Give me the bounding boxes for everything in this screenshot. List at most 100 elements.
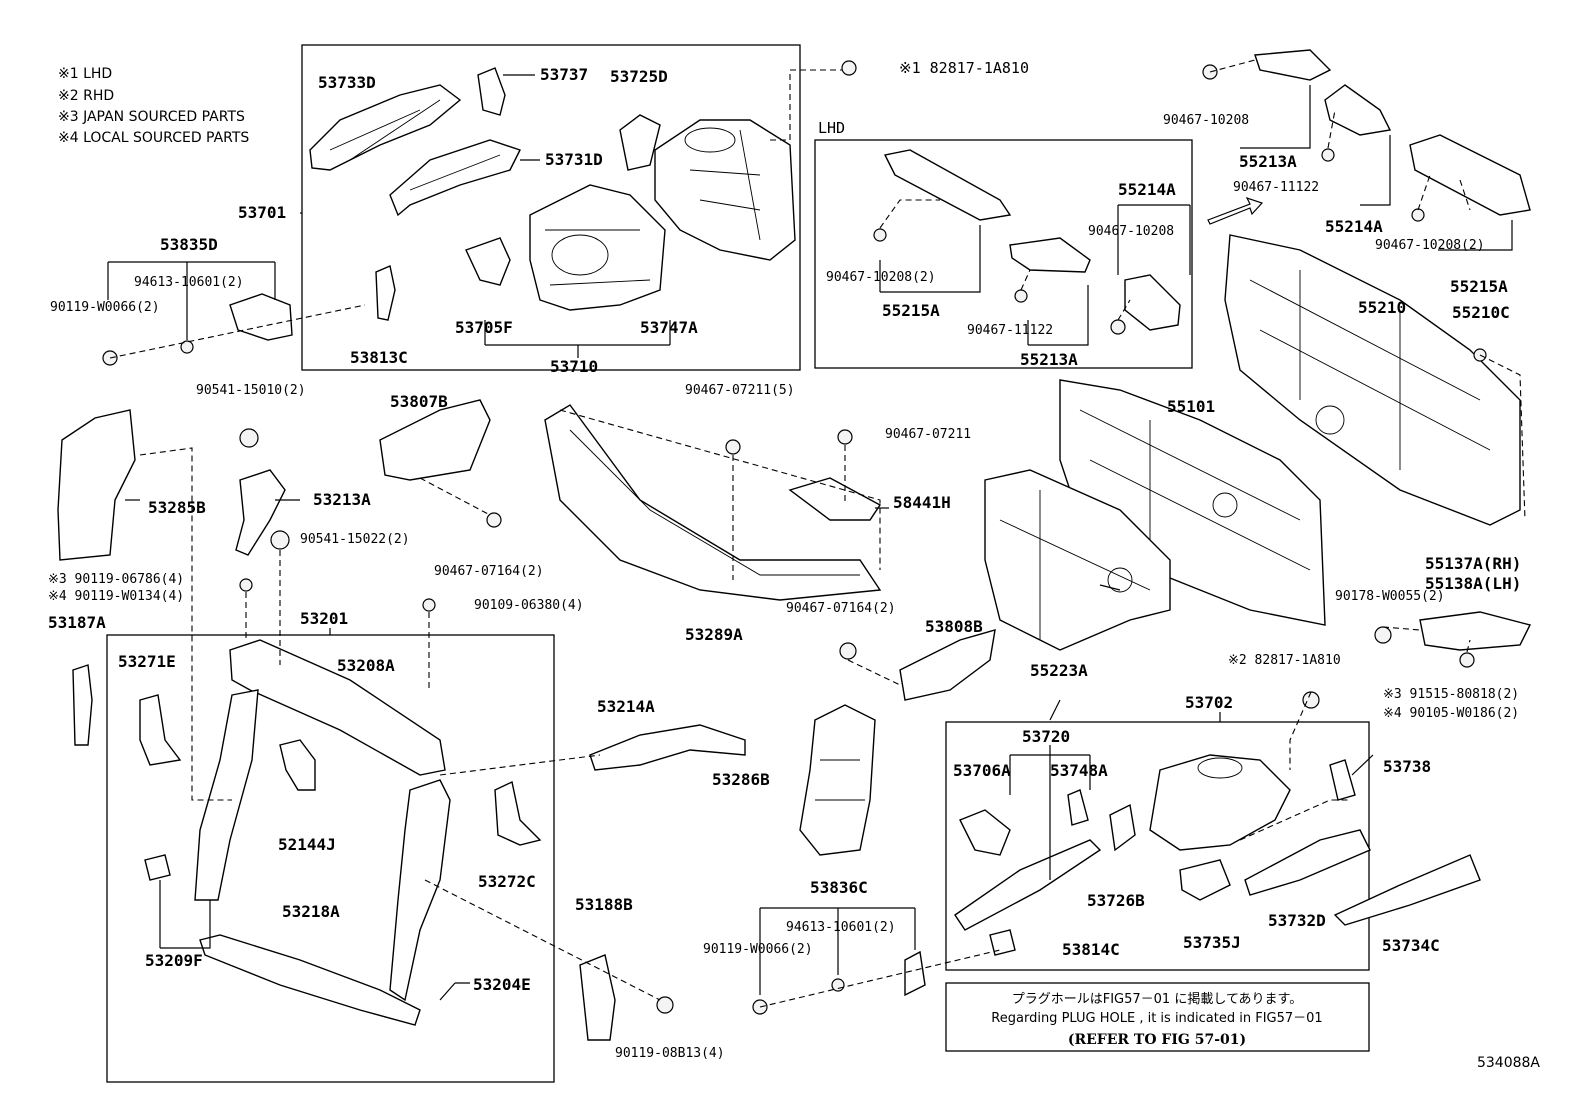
label-53214A: 53214A xyxy=(597,697,655,716)
label-53705F: 53705F xyxy=(455,318,513,337)
fastener-90467-07211-icon xyxy=(837,429,853,445)
label-90541-15010: 90541-15010(2) xyxy=(196,383,306,398)
group-label-lhd: LHD xyxy=(818,119,845,137)
part-53285B-shape xyxy=(57,409,136,561)
label-82817-rhd: ※2 82817-1A810 xyxy=(1228,653,1341,668)
part-58441H-shape xyxy=(788,477,882,521)
part-53204E-shape xyxy=(389,779,451,1002)
part-53188B-shape xyxy=(579,954,616,1041)
label-90119-W0134: ※4 90119-W0134(4) xyxy=(48,589,184,604)
note-line-refer: (REFER TO FIG 57-01) xyxy=(1068,1032,1246,1048)
legend-item-local-sourced: ※4 LOCAL SOURCED PARTS xyxy=(58,130,249,146)
fastener-90467-10208-2-lhd-icon xyxy=(873,228,887,242)
fastener-90119-06786-icon xyxy=(239,578,253,592)
label-53733D: 53733D xyxy=(318,73,376,92)
fastener-90541-15022-icon xyxy=(270,530,290,550)
legend-item-lhd: ※1 LHD xyxy=(58,66,112,82)
part-53731D-shape xyxy=(389,139,521,217)
label-55137A: 55137A(RH) xyxy=(1425,554,1521,573)
part-53836C-shape xyxy=(904,950,926,997)
label-53204E: 53204E xyxy=(473,975,531,994)
label-90541-15022: 90541-15022(2) xyxy=(300,532,410,547)
label-90467-07164-a: 90467-07164(2) xyxy=(434,564,544,579)
part-55214A-lhd-shape xyxy=(1124,274,1181,331)
fastener-82817-top-icon xyxy=(841,60,857,76)
fastener-90467-11122-lhd-icon xyxy=(1014,289,1028,303)
label-55213A-lhd: 55213A xyxy=(1020,350,1078,369)
fastener-90119-08B13-icon xyxy=(656,996,674,1014)
label-90467-07211: 90467-07211 xyxy=(885,427,971,442)
label-90467-10208-top: 90467-10208 xyxy=(1163,113,1249,128)
part-53814C-shape xyxy=(989,929,1016,956)
part-53286B-shape xyxy=(799,704,876,856)
label-90467-10208-2-lhd: 90467-10208(2) xyxy=(826,270,936,285)
label-53710: 53710 xyxy=(550,357,598,376)
label-53726B: 53726B xyxy=(1087,891,1145,910)
part-53807B-shape xyxy=(379,399,491,481)
part-55223A-shape xyxy=(984,469,1171,651)
note-line-japanese: プラグホールはFIG57－01 に掲載してあります。 xyxy=(1012,991,1303,1007)
label-90119-a: 90119-W0066(2) xyxy=(50,300,160,315)
label-53836C: 53836C xyxy=(810,878,868,897)
label-53271E: 53271E xyxy=(118,652,176,671)
label-53289A: 53289A xyxy=(685,625,743,644)
fastener-90467-07211-5-icon xyxy=(725,439,741,455)
part-53725D-shape xyxy=(619,114,661,171)
direction-arrow-icon xyxy=(1207,196,1264,225)
label-55210C: 55210C xyxy=(1452,303,1510,322)
label-94613-b: 94613-10601(2) xyxy=(786,920,896,935)
part-53214A-shape xyxy=(589,724,746,771)
part-53738-shape xyxy=(1329,759,1356,801)
part-53720-shape xyxy=(954,839,1102,931)
label-55215A-top: 55215A xyxy=(1450,277,1508,296)
figure-id: 534088A xyxy=(1477,1055,1540,1071)
group-box-53702 xyxy=(945,721,1370,971)
part-55213A-lhd-shape xyxy=(1009,237,1091,273)
label-53731D: 53731D xyxy=(545,150,603,169)
label-53208A: 53208A xyxy=(337,656,395,675)
part-illustrations xyxy=(57,49,1532,1041)
label-55210: 55210 xyxy=(1358,298,1406,317)
leader-lines xyxy=(107,74,1513,1001)
label-53737: 53737 xyxy=(540,65,588,84)
part-55137A-shape xyxy=(1419,611,1532,651)
part-53726B-shape xyxy=(1109,803,1136,852)
dashed-lines xyxy=(109,59,1526,1008)
label-90467-07164-b: 90467-07164(2) xyxy=(786,601,896,616)
part-55215A-top-shape xyxy=(1409,134,1531,216)
part-55215A-lhd-shape xyxy=(883,149,1012,221)
label-53701: 53701 xyxy=(238,203,286,222)
fastener-94613-a-icon xyxy=(180,340,194,354)
label-90467-11122-lhd: 90467-11122 xyxy=(967,323,1053,338)
fastener-90467-10208-lhd-icon xyxy=(1110,319,1126,335)
part-53710-shape xyxy=(529,184,666,311)
part-53705F-shape xyxy=(465,237,511,286)
part-53748A-shape xyxy=(1067,789,1089,826)
part-52144J-shape xyxy=(279,739,316,791)
label-53807B: 53807B xyxy=(390,392,448,411)
label-53732D: 53732D xyxy=(1268,911,1326,930)
label-53702: 53702 xyxy=(1185,693,1233,712)
group-box-53701 xyxy=(301,44,801,371)
label-53272C: 53272C xyxy=(478,872,536,891)
part-53808B-shape xyxy=(899,629,996,701)
part-wheelhouse-shape xyxy=(654,119,796,261)
label-55138A: 55138A(LH) xyxy=(1425,574,1521,593)
label-90178: 90178-W0055(2) xyxy=(1335,589,1445,604)
part-53209F-shape xyxy=(194,689,259,901)
part-53213A-shape xyxy=(235,469,286,556)
part-53734C-shape xyxy=(1333,854,1481,926)
fastener-90467-07164-b-icon xyxy=(839,642,857,660)
label-90467-07211-5: 90467-07211(5) xyxy=(685,383,795,398)
part-53732D-shape xyxy=(1244,829,1371,896)
part-55214A-top-shape xyxy=(1324,84,1392,136)
part-53706A-shape xyxy=(959,809,1011,856)
label-53286B: 53286B xyxy=(712,770,770,789)
part-53271E-shape xyxy=(139,694,182,766)
legend-item-japan-sourced: ※3 JAPAN SOURCED PARTS xyxy=(58,109,245,125)
label-90105: ※4 90105-W0186(2) xyxy=(1383,706,1519,721)
label-52144J: 52144J xyxy=(278,835,336,854)
label-53201: 53201 xyxy=(300,609,348,628)
part-53289A-shape xyxy=(544,404,882,601)
